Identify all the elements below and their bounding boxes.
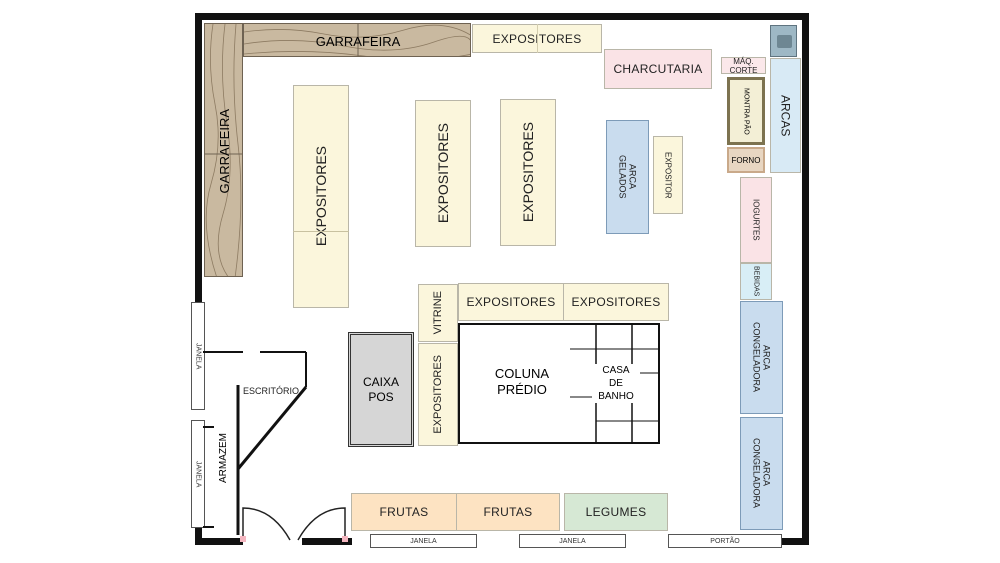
yogurt-fridge: IOGURTES [740,177,772,263]
fruit-stand-2-label: FRUTAS [483,505,533,519]
entrance-doors [240,507,348,542]
vitrine-label: VITRINE [432,291,444,335]
vegetable-stand: LEGUMES [564,493,668,531]
display-aisle-2-label: EXPOSITORES [435,123,451,224]
slicer-label: MÁQ. CORTE [729,56,758,75]
display-top-label: EXPOSITORES [492,32,581,46]
bread-display-inner: MONTRA PÃO [730,80,762,142]
window-left-1-label: JANELA [194,342,202,370]
deli-label: CHARCUTARIA [613,62,703,76]
bread-display: MONTRA PÃO [727,77,765,145]
chest-freezer-2-label: ARCA CONGELADORA [751,438,772,509]
wall-left-upper [195,13,202,303]
wine-shelf-side-label-wrap: GARRAFEIRA [205,24,242,276]
display-top-divider [537,24,538,53]
warehouse-label: ARMAZEM [217,432,229,483]
window-bottom-1-label: JANELA [410,537,437,545]
wall-right [802,13,809,543]
oven: FORNO [727,147,765,173]
bread-display-label: MONTRA PÃO [742,87,750,135]
wood-grain-side [205,24,242,276]
display-aisle-3-label: EXPOSITORES [520,122,536,223]
drinks-fridge: BEBIDAS [740,263,772,300]
fruit-stand-1-label: FRUTAS [379,505,429,519]
gate-label: PORTÃO [710,537,740,545]
fruit-stand-1: FRUTAS [351,493,457,531]
wall-bottom-mid [302,538,352,545]
fruit-stand-2: FRUTAS [456,493,560,531]
sink-icon [770,25,797,57]
window-left-2: JANELA [191,420,205,528]
display-single-label: EXPOSITOR [663,151,673,199]
office-label: ESCRITÓRIO [243,386,300,396]
wood-grain-top [244,24,470,56]
freezers-top-label: ARCAS [778,94,793,137]
display-aisle-3: EXPOSITORES [500,99,556,246]
oven-label: FORNO [731,155,761,165]
wine-shelf-top: GARRAFEIRA [243,23,471,57]
wall-bottom-right [780,538,809,545]
office-walls [203,351,308,535]
chest-freezer-1-label: ARCA CONGELADORA [751,322,772,393]
building-column-label: COLUNA PRÉDIO [494,366,550,397]
freezers-top: ARCAS [770,58,801,173]
display-single: EXPOSITOR [653,136,683,214]
checkout-pos-label: CAIXA POS [362,374,399,404]
window-left-2-label: JANELA [194,460,202,488]
bathroom-label: CASA DE BANHO [592,364,640,403]
wine-shelf-side: GARRAFEIRA [204,23,243,277]
yogurt-label: IOGURTES [751,199,761,241]
ice-cream-freezer-label: ARCA GELADOS [617,155,638,199]
slicer-machine: MÁQ. CORTE [721,56,766,75]
drinks-label: BEBIDAS [752,266,760,297]
wine-shelf-top-label: GARRAFEIRA [315,33,401,49]
display-vertical-center-label: EXPOSITORES [432,355,444,434]
window-bottom-2-label: JANELA [559,537,586,545]
display-aisle-2: EXPOSITORES [415,100,471,247]
display-horizontal-2-label: EXPOSITORES [571,295,661,309]
ice-cream-freezer: ARCA GELADOS [606,120,649,234]
vegetable-stand-label: LEGUMES [585,505,647,519]
display-horizontal-2: EXPOSITORES [563,283,669,321]
gate-bottom: PORTÃO [668,534,782,548]
display-horizontal-1-label: EXPOSITORES [466,295,556,309]
wall-left-lower [195,520,202,545]
display-vertical-center: EXPOSITORES [418,343,458,446]
wall-bottom-left [195,538,243,545]
display-horizontal-1: EXPOSITORES [458,283,564,321]
display-aisle-1: EXPOSITORES [293,85,349,308]
chest-freezer-2: ARCA CONGELADORA [740,417,783,530]
sink-basin [777,35,792,48]
window-bottom-1: JANELA [370,534,477,548]
vitrine: VITRINE [418,284,458,342]
window-left-1: JANELA [191,302,205,410]
deli-counter: CHARCUTARIA [604,49,712,89]
wine-shelf-side-label: GARRAFEIRA [217,108,232,194]
display-aisle-1-divider [293,231,349,232]
oven-inner: FORNO [729,149,763,171]
wall-top [195,13,809,20]
chest-freezer-1: ARCA CONGELADORA [740,301,783,414]
checkout-pos: CAIXA POS [348,332,414,447]
window-bottom-2: JANELA [519,534,626,548]
